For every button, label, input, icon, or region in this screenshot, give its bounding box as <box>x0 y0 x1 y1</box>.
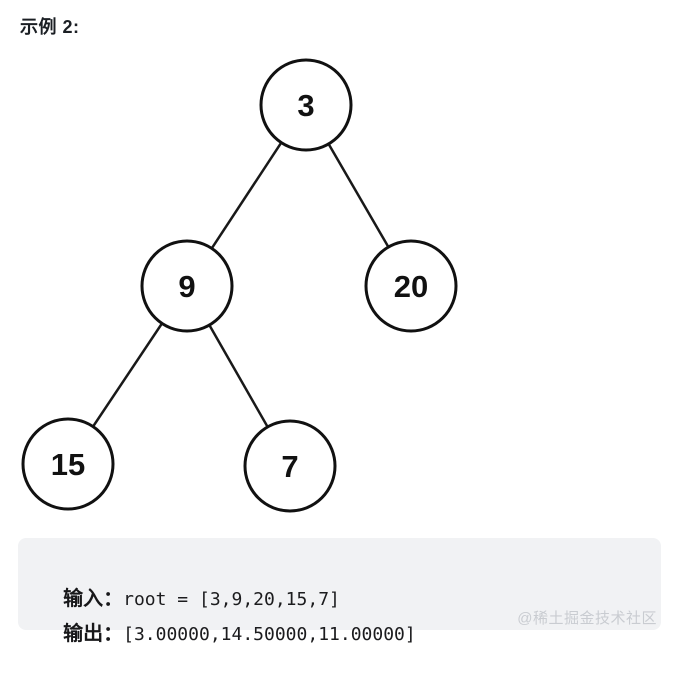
watermark: @稀土掘金技术社区 <box>517 610 657 627</box>
tree-node-right: 20 <box>364 239 458 333</box>
input-code: root = [3,9,20,15,7] <box>123 589 340 610</box>
tree-node-circle <box>21 417 115 511</box>
output-code: [3.00000,14.50000,11.00000] <box>123 624 416 645</box>
tree-node-left-right: 7 <box>243 419 337 513</box>
tree-node-circle <box>364 239 458 333</box>
output-line: 输出：[3.00000,14.50000,11.00000] <box>42 582 661 645</box>
binary-tree-diagram: 3 9 20 15 7 <box>21 58 458 513</box>
tree-node-root: 3 <box>259 58 353 152</box>
tree-node-circle <box>140 239 234 333</box>
tree-node-value: 7 <box>281 449 298 484</box>
tree-node-left-left: 15 <box>21 417 115 511</box>
output-label: 输出： <box>63 623 124 645</box>
tree-node-circle <box>243 419 337 513</box>
input-line: 输入：root = [3,9,20,15,7] <box>42 547 661 610</box>
tree-node-value: 9 <box>178 269 195 304</box>
tree-node-circle <box>259 58 353 152</box>
page-title: 示例 2: <box>20 17 80 37</box>
tree-node-left: 9 <box>140 239 234 333</box>
example-code-block: 输入：root = [3,9,20,15,7] 输出：[3.00000,14.5… <box>18 538 661 645</box>
input-label: 输入： <box>63 588 124 610</box>
tree-node-value: 20 <box>394 269 428 304</box>
tree-node-value: 15 <box>51 447 85 482</box>
tree-node-value: 3 <box>297 88 314 123</box>
